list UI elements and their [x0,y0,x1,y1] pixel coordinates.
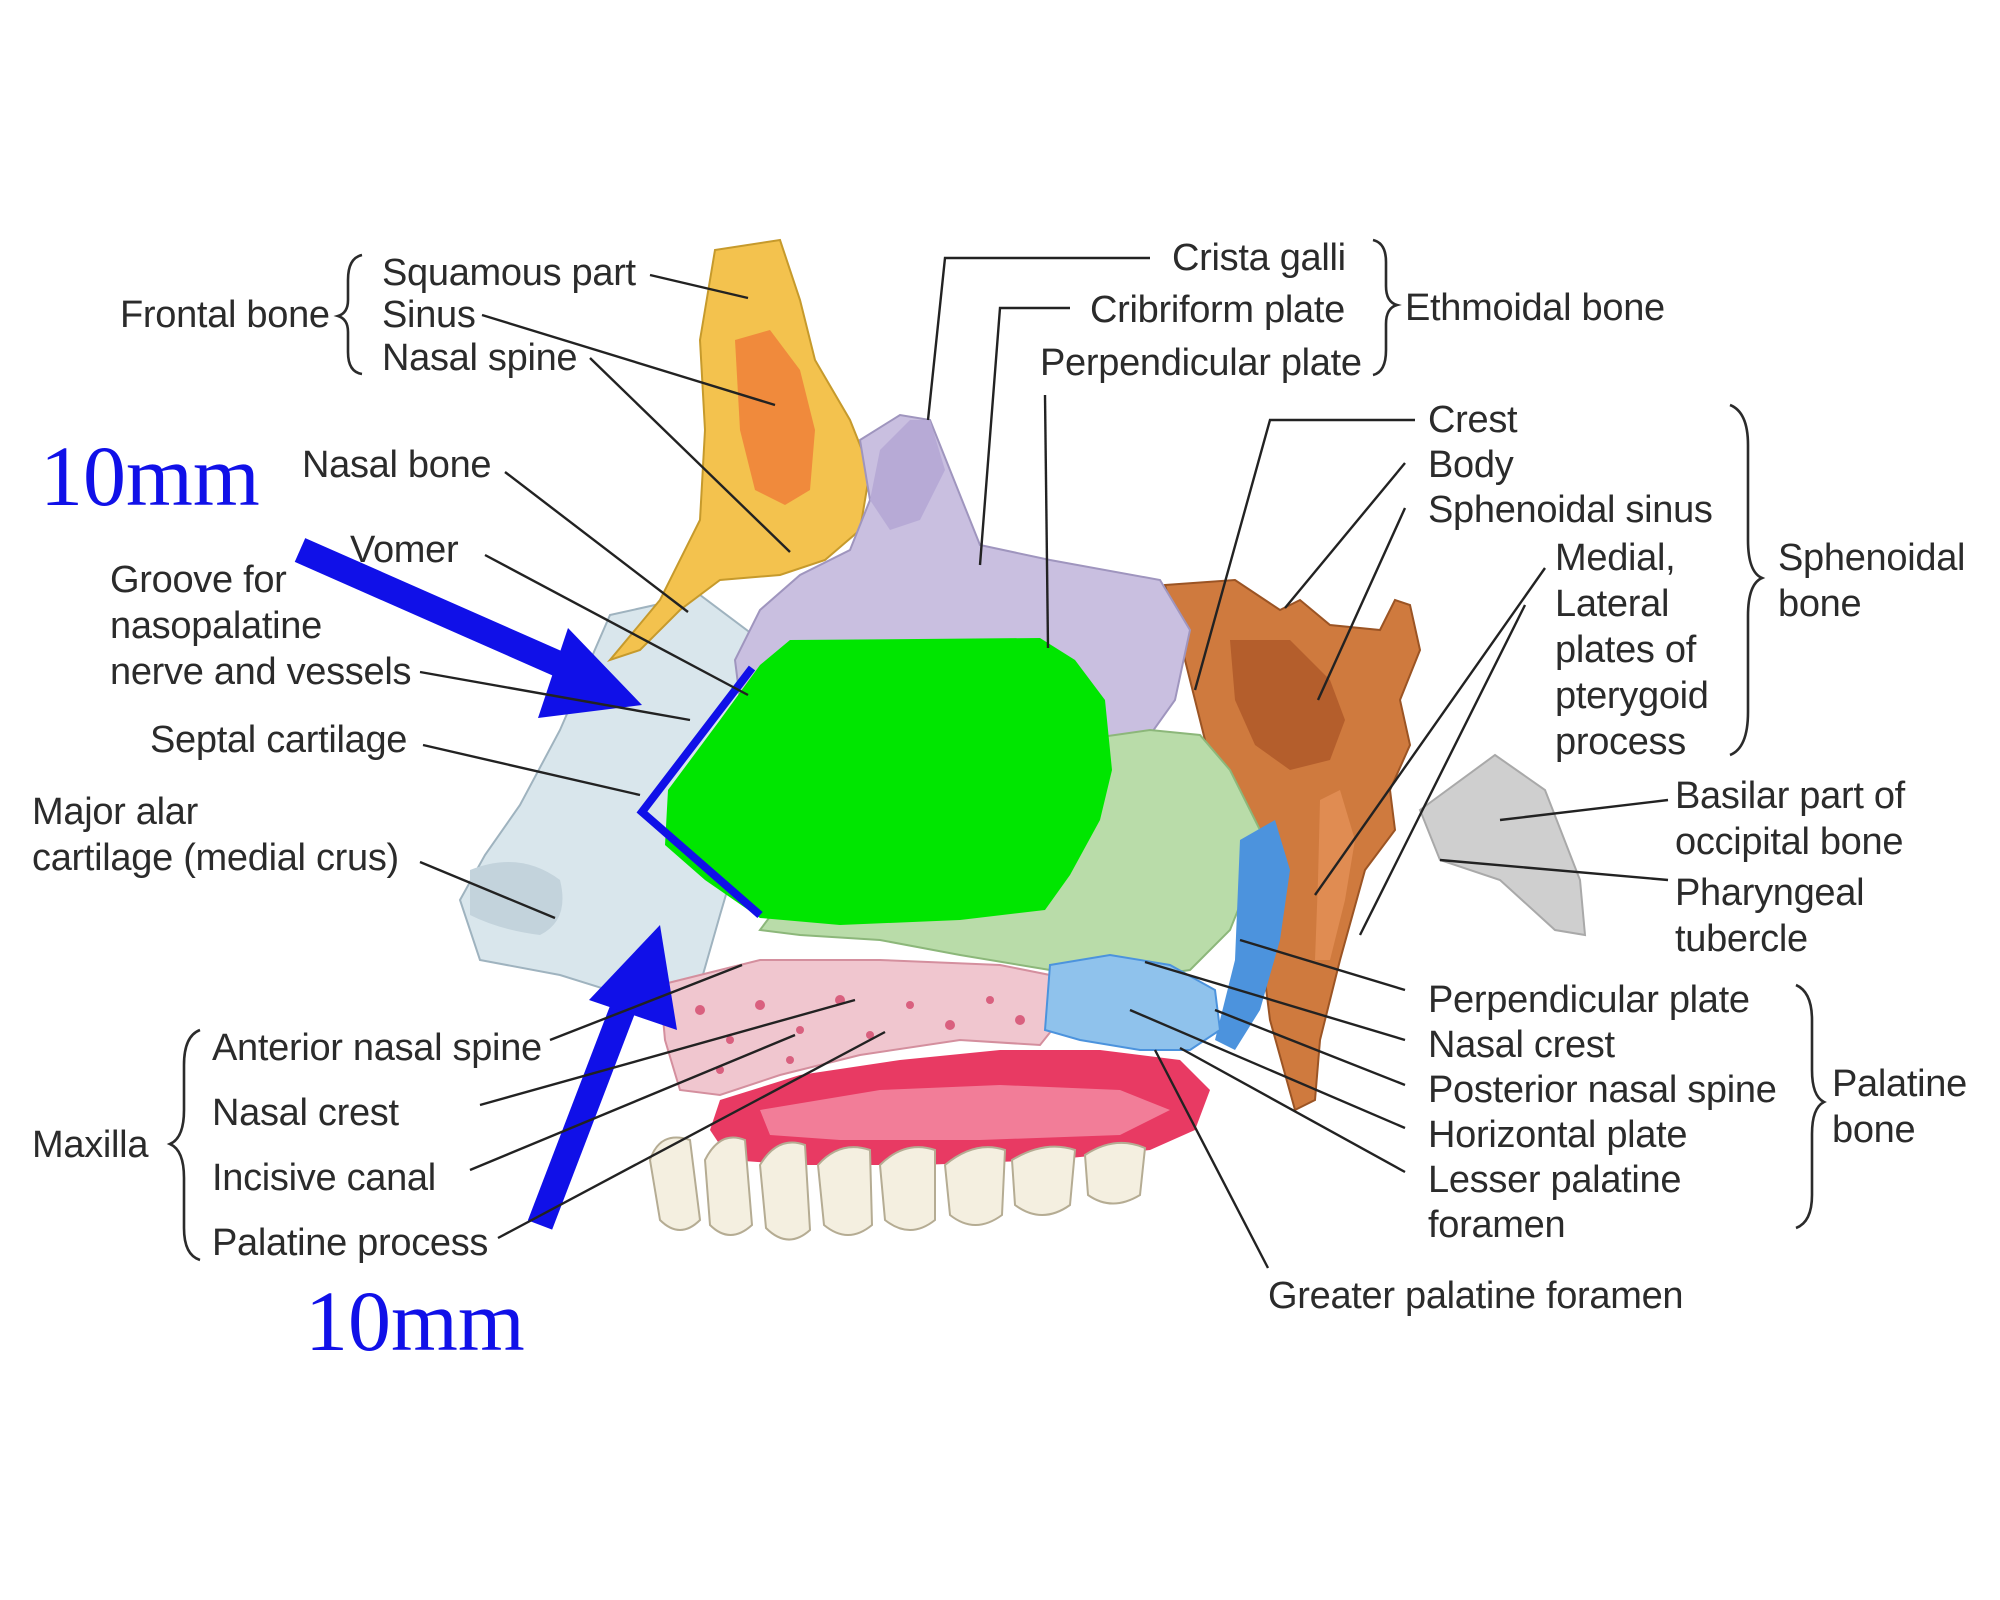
measurement-arrow-bottom [527,925,677,1230]
maxilla-brace [166,1028,201,1262]
label-medial: Medial, [1555,537,1675,579]
labels: Frontal bone Squamous part Sinus Nasal s… [32,237,1967,1317]
label-squamous-part: Squamous part [382,252,637,294]
label-body: Body [1428,444,1514,486]
palatine-horizontal-plate [1043,953,1222,1051]
label-sphenoidal-bone-line2: bone [1778,583,1861,625]
label-basilar-line2: occipital bone [1675,821,1903,863]
label-sinus: Sinus [382,294,476,336]
label-pharyngeal-line1: Pharyngeal [1675,872,1864,914]
label-nasal-bone: Nasal bone [302,444,491,486]
label-perpendicular-plate-ethmoid: Perpendicular plate [1040,342,1362,384]
label-pharyngeal-line2: tubercle [1675,918,1808,960]
label-plates-of: plates of [1555,629,1697,671]
label-nasal-spine: Nasal spine [382,337,577,379]
frontal-bone [606,238,872,663]
label-lesser-palatine-line2: foramen [1428,1204,1565,1246]
label-perpendicular-plate-palatine: Perpendicular plate [1428,979,1750,1021]
label-lateral: Lateral [1555,583,1669,625]
label-crest: Crest [1428,399,1518,441]
palatine-perpendicular-plate [1215,820,1290,1050]
measurement-arrow-top [294,538,642,718]
septum-highlight-region [665,638,1112,925]
label-nasal-crest-maxilla: Nasal crest [212,1092,399,1134]
label-groove-line2: nasopalatine [110,605,322,647]
nostril-fold [470,862,563,935]
label-sphenoidal-bone-line1: Sphenoidal [1778,537,1965,579]
septum-edge-marker [636,665,763,919]
label-horizontal-plate: Horizontal plate [1428,1114,1687,1156]
label-process: process [1555,721,1686,763]
label-crista-galli: Crista galli [1172,237,1346,279]
label-groove-line1: Groove for [110,559,287,601]
measurement-label-bottom: 10mm [305,1273,525,1369]
maxilla-palatine-process [658,959,1062,1097]
sphenoidal-sinus [1230,640,1345,770]
grouping-braces [166,238,1827,1262]
label-frontal-bone: Frontal bone [120,294,330,336]
label-lesser-palatine-line1: Lesser palatine [1428,1159,1681,1201]
palate-mucosa-highlight [760,1085,1170,1140]
ethmoidal-bone-brace [1372,238,1402,377]
label-cribriform-plate: Cribriform plate [1090,289,1345,331]
label-maxilla: Maxilla [32,1124,149,1166]
label-pterygoid: pterygoid [1555,675,1709,717]
pterygoid-plates [1315,790,1355,960]
anatomy-illustration [458,238,1587,1241]
measurement-label-top: 10mm [40,428,260,524]
label-ethmoidal-bone: Ethmoidal bone [1405,287,1665,329]
label-basilar-line1: Basilar part of [1675,775,1906,817]
label-greater-palatine-foramen: Greater palatine foramen [1268,1275,1683,1317]
leader-lines [419,256,1669,1269]
occipital-basilar-part [1418,753,1587,937]
label-septal-cartilage: Septal cartilage [150,719,407,761]
frontal-bone-brace [333,253,363,376]
label-palatine-process: Palatine process [212,1222,488,1264]
label-nasal-crest-palatine: Nasal crest [1428,1024,1615,1066]
label-palatine-bone-line2: bone [1832,1109,1915,1151]
teeth [648,1136,1147,1241]
frontal-sinus [735,330,815,505]
label-vomer: Vomer [350,529,459,571]
sphenoidal-bone-brace [1729,403,1766,757]
crista-galli [870,420,945,530]
label-palatine-bone-line1: Palatine [1832,1063,1967,1105]
label-major-alar-line1: Major alar [32,791,199,833]
label-major-alar-line2: cartilage (medial crus) [32,837,399,879]
label-sphenoidal-sinus: Sphenoidal sinus [1428,489,1713,531]
palatine-bone-brace [1795,983,1827,1230]
label-groove-line3: nerve and vessels [110,651,411,693]
label-anterior-nasal-spine: Anterior nasal spine [212,1027,542,1069]
label-posterior-nasal-spine: Posterior nasal spine [1428,1069,1777,1111]
label-incisive-canal: Incisive canal [212,1157,436,1199]
